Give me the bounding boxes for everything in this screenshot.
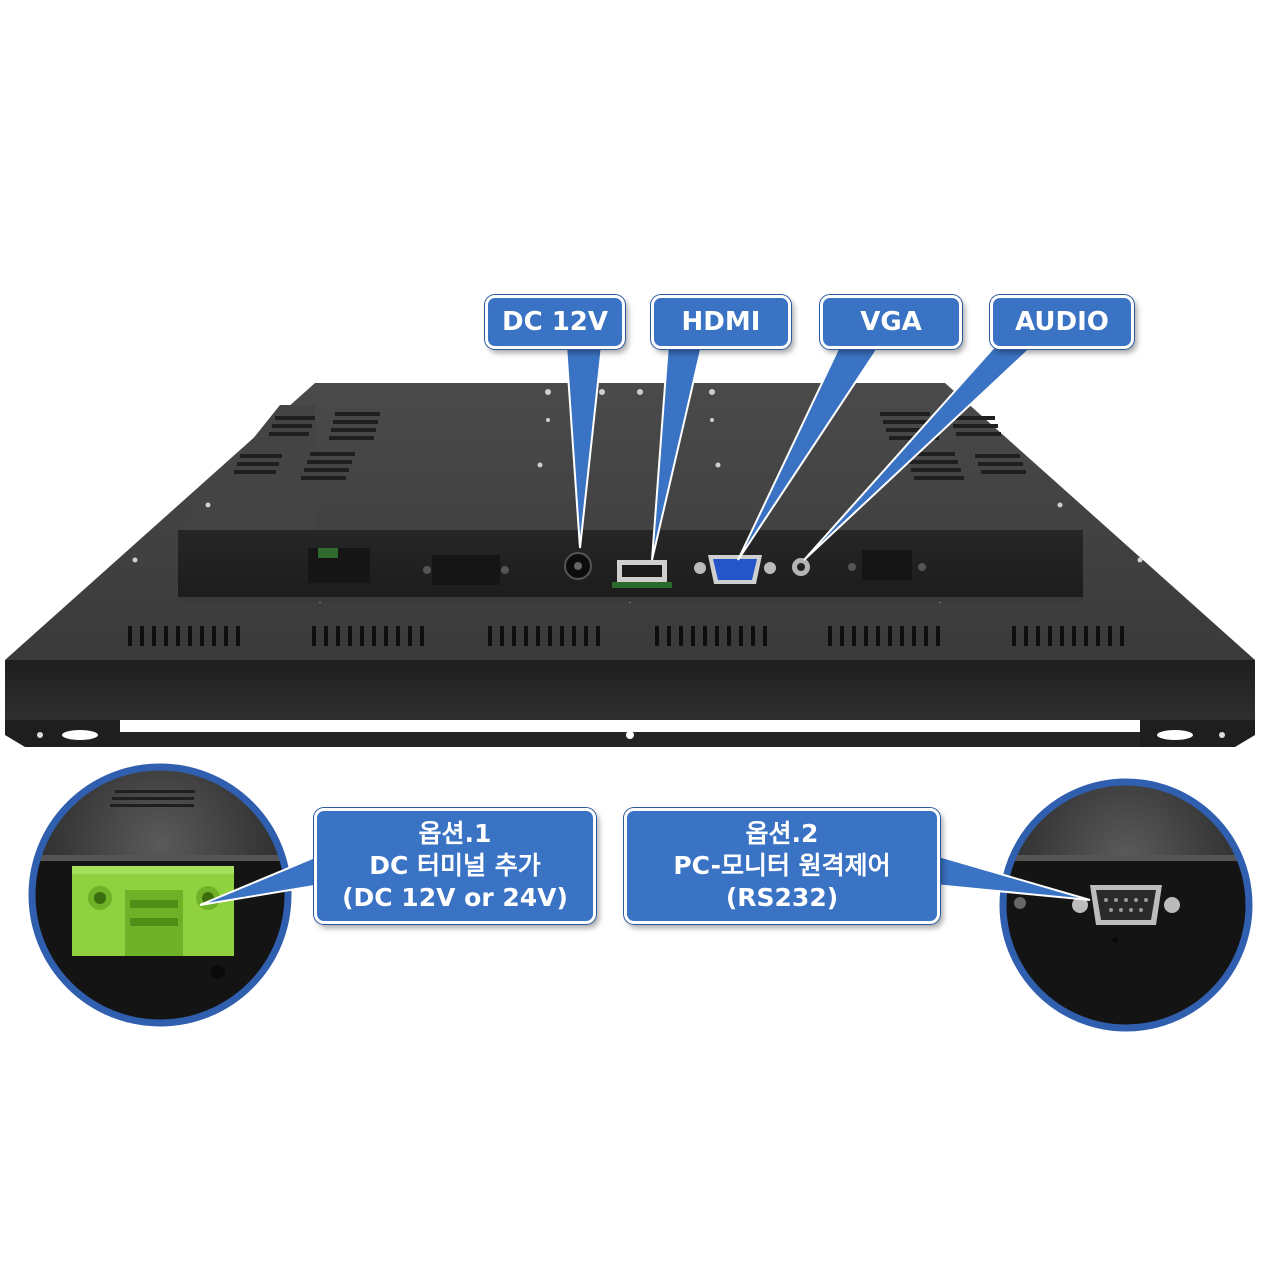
front-vents — [128, 626, 1124, 646]
terminal-block-icon — [72, 866, 234, 956]
hdmi-label: HDMI — [651, 295, 791, 349]
option-1-spec: (DC 12V or 24V) — [342, 883, 568, 912]
option-1-label: 옵션.1 DC 터미널 추가 (DC 12V or 24V) — [314, 808, 596, 924]
hdmi-port-icon — [612, 560, 672, 588]
chassis-front-face — [5, 660, 1255, 720]
vga-text: VGA — [860, 307, 922, 337]
option-2-spec: (RS232) — [725, 883, 839, 912]
option-2-title: 옵션.2 — [745, 819, 819, 848]
option-1-desc: DC 터미널 추가 — [369, 851, 541, 880]
monitor-chassis — [5, 383, 1255, 747]
barrel-jack-icon — [564, 552, 592, 580]
zoom-circle-rs232 — [999, 778, 1253, 1032]
terminal-cutout-icon — [308, 548, 370, 583]
vga-port-icon — [694, 555, 776, 584]
right-mounting-flange — [1140, 720, 1255, 747]
audio-text: AUDIO — [1015, 307, 1109, 337]
option-2-desc: PC-모니터 원격제어 — [673, 851, 891, 880]
top-vents — [234, 412, 1026, 480]
callout-pointers — [564, 344, 1037, 561]
chassis-left-step — [180, 405, 315, 530]
audio-label: AUDIO — [990, 295, 1134, 349]
option-2-label: 옵션.2 PC-모니터 원격제어 (RS232) — [624, 808, 940, 924]
vga-label: VGA — [820, 295, 962, 349]
hdmi-text: HDMI — [681, 307, 761, 337]
option-1-title: 옵션.1 — [418, 819, 492, 848]
dc-12v-text: DC 12V — [501, 307, 609, 337]
left-mounting-flange — [5, 720, 120, 747]
db9-port-icon — [1072, 885, 1180, 925]
option-callout-pointers — [199, 853, 1091, 906]
dc-12v-label: DC 12V — [485, 295, 625, 349]
rs232-cutout-icon — [423, 555, 509, 585]
serial-cutout-icon — [848, 550, 926, 580]
zoom-circle-dc-terminal — [28, 763, 292, 1027]
audio-jack-icon — [792, 558, 810, 576]
